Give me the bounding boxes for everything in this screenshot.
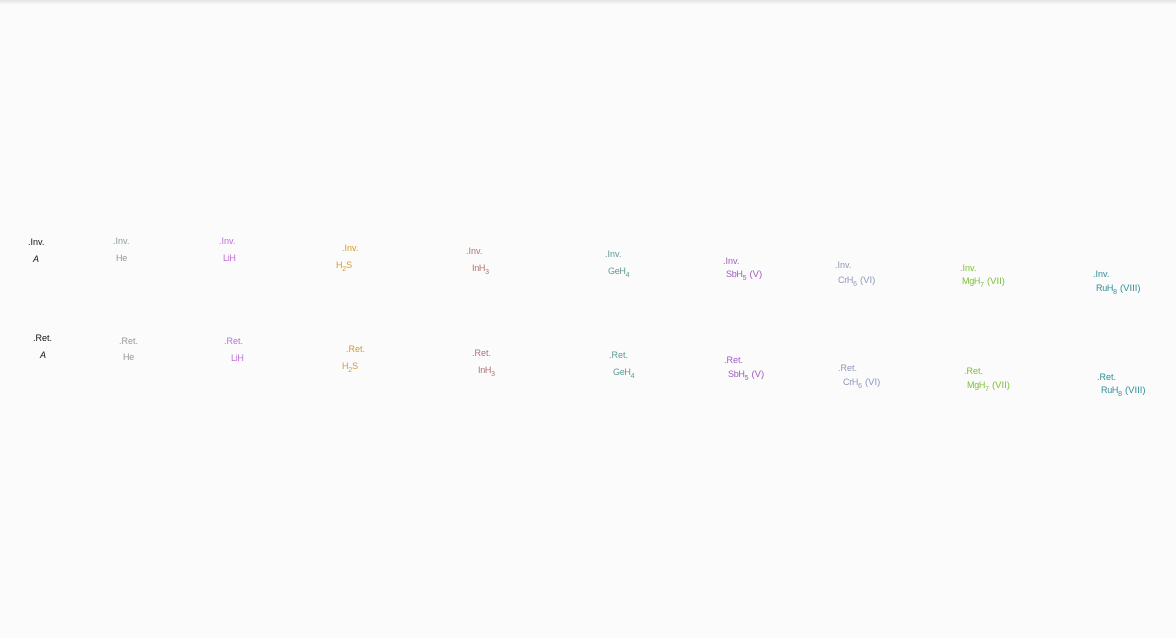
inv-tag: .Inv. — [113, 236, 130, 246]
formula-text: CrH — [838, 275, 854, 285]
formula-text: RuH — [1101, 385, 1119, 395]
formula-subscript: 4 — [625, 272, 630, 279]
formula-text: A — [40, 350, 46, 360]
ret-formula: LiH — [231, 354, 244, 363]
formula-text: InH — [478, 365, 492, 375]
ret-formula: RuH8(VIII) — [1101, 385, 1146, 399]
formula-text: CrH — [843, 377, 859, 387]
oxidation-state: (VIII) — [1125, 385, 1146, 396]
formula-subscript: 7 — [985, 386, 990, 393]
inv-tag: .Inv. — [835, 260, 852, 270]
oxidation-state: (VIII) — [1120, 283, 1141, 294]
ret-formula: A — [40, 351, 46, 360]
ret-formula: He — [123, 353, 134, 362]
inv-formula: A — [33, 255, 39, 264]
formula-text: GeH — [613, 367, 631, 377]
inv-tag: .Inv. — [342, 243, 359, 253]
formula-text: He — [116, 253, 127, 263]
inv-formula: He — [116, 254, 127, 263]
formula-subscript: 7 — [980, 282, 985, 289]
ret-tag: .Ret. — [346, 344, 366, 354]
ret-tag: .Ret. — [119, 336, 139, 346]
formula-text: SbH — [728, 369, 745, 379]
formula-text: LiH — [223, 253, 236, 263]
ret-tag: .Ret. — [838, 363, 858, 373]
formula-subscript: 2 — [342, 266, 347, 273]
formula-text: S — [346, 260, 352, 270]
formula-subscript: 3 — [485, 269, 490, 276]
formula-text: LiH — [231, 353, 244, 363]
inv-formula: SbH5(V) — [726, 269, 763, 283]
formula-text: S — [352, 361, 358, 371]
inv-formula: LiH — [223, 254, 236, 263]
inv-formula: InH3 — [472, 263, 490, 277]
oxidation-state: (VII) — [987, 276, 1005, 287]
ret-tag: .Ret. — [964, 366, 984, 376]
formula-text: MgH — [967, 380, 986, 390]
formula-subscript: 8 — [1113, 289, 1118, 296]
inv-tag: .Inv. — [605, 249, 622, 259]
oxidation-state: (VI) — [865, 377, 881, 388]
formula-text: SbH — [726, 269, 743, 279]
ret-tag: .Ret. — [472, 348, 492, 358]
ret-tag: .Ret. — [224, 336, 244, 346]
formula-text: A — [33, 254, 39, 264]
formula-text: H — [342, 361, 349, 371]
oxidation-state: (V) — [749, 269, 763, 280]
ret-formula: SbH5(V) — [728, 369, 765, 383]
formula-subscript: 5 — [744, 375, 749, 382]
ret-formula: GeH4 — [613, 367, 635, 381]
top-shadow — [0, 0, 1176, 5]
inv-tag: .Inv. — [960, 263, 977, 273]
ret-tag: .Ret. — [1097, 372, 1117, 382]
oxidation-state: (VI) — [860, 275, 876, 286]
formula-text: InH — [472, 263, 486, 273]
ret-tag: .Ret. — [609, 350, 629, 360]
formula-subscript: 2 — [348, 367, 353, 374]
inv-formula: GeH4 — [608, 266, 630, 280]
oxidation-state: (VII) — [992, 380, 1010, 391]
formula-text: GeH — [608, 266, 626, 276]
inv-tag: .Inv. — [1093, 269, 1110, 279]
formula-subscript: 4 — [630, 373, 635, 380]
formula-subscript: 6 — [858, 383, 863, 390]
ret-formula: H2S — [342, 361, 358, 375]
formula-subscript: 6 — [853, 281, 858, 288]
formula-subscript: 5 — [742, 275, 747, 282]
inv-tag: .Inv. — [723, 256, 740, 266]
ret-formula: MgH7(VII) — [967, 380, 1010, 394]
inv-formula: H2S — [336, 260, 352, 274]
formula-text: H — [336, 260, 343, 270]
inv-tag: .Inv. — [28, 237, 45, 247]
formula-subscript: 8 — [1118, 391, 1123, 398]
ret-tag: .Ret. — [33, 333, 53, 343]
ret-formula: InH3 — [478, 365, 496, 379]
formula-text: RuH — [1096, 283, 1114, 293]
inv-formula: MgH7(VII) — [962, 276, 1005, 290]
inv-formula: RuH8(VIII) — [1096, 283, 1141, 297]
formula-subscript: 3 — [491, 371, 496, 378]
formula-text: MgH — [962, 276, 981, 286]
inv-tag: .Inv. — [466, 246, 483, 256]
oxidation-state: (V) — [751, 369, 765, 380]
inv-tag: .Inv. — [219, 236, 236, 246]
inv-formula: CrH6(VI) — [838, 275, 876, 289]
ret-formula: CrH6(VI) — [843, 377, 881, 391]
formula-text: He — [123, 352, 134, 362]
ret-tag: .Ret. — [724, 355, 744, 365]
